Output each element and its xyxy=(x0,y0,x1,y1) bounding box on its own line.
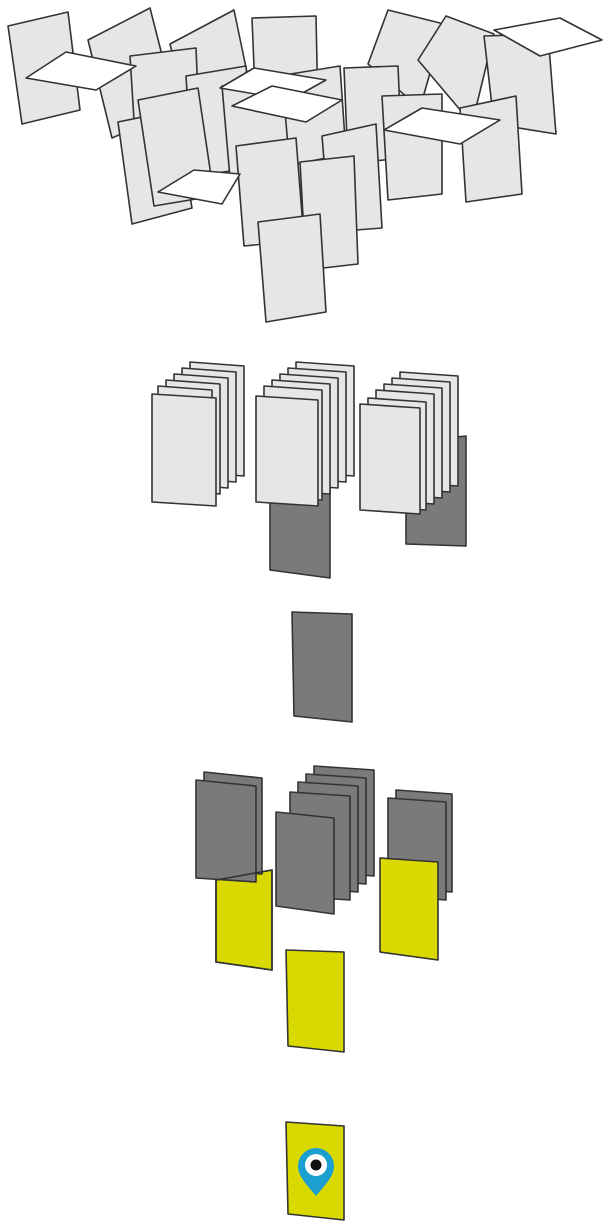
sheet xyxy=(359,403,421,515)
location-pin-icon xyxy=(298,1148,334,1196)
light-stack-right xyxy=(359,371,459,515)
flat-sheet xyxy=(493,17,603,57)
flat-sheet xyxy=(25,51,137,91)
stage-scattered-flat-sheets xyxy=(25,17,603,205)
light-stack-left xyxy=(151,361,245,507)
sheet xyxy=(255,395,319,507)
dark-sheet xyxy=(291,611,353,723)
flat-sheet xyxy=(157,169,241,205)
dark-sheet xyxy=(275,811,335,915)
stage-dark-stacks xyxy=(195,765,453,1053)
stage-light-stacks xyxy=(151,361,467,579)
sheet xyxy=(151,393,217,507)
flat-sheet xyxy=(383,107,501,145)
yellow-sheet xyxy=(285,949,345,1053)
sheet xyxy=(417,15,495,125)
dark-stack-middle xyxy=(275,765,375,915)
dark-stack-left xyxy=(195,771,263,883)
light-stack-middle xyxy=(255,361,355,507)
stage-scattered-sheets xyxy=(7,7,557,323)
yellow-sheet xyxy=(215,869,273,971)
flat-sheet xyxy=(231,85,343,123)
yellow-sheet xyxy=(379,857,439,961)
stage-single-dark-sheet xyxy=(291,611,353,723)
sheet xyxy=(459,95,523,203)
dark-sheet xyxy=(195,779,257,883)
sheet xyxy=(257,213,327,323)
